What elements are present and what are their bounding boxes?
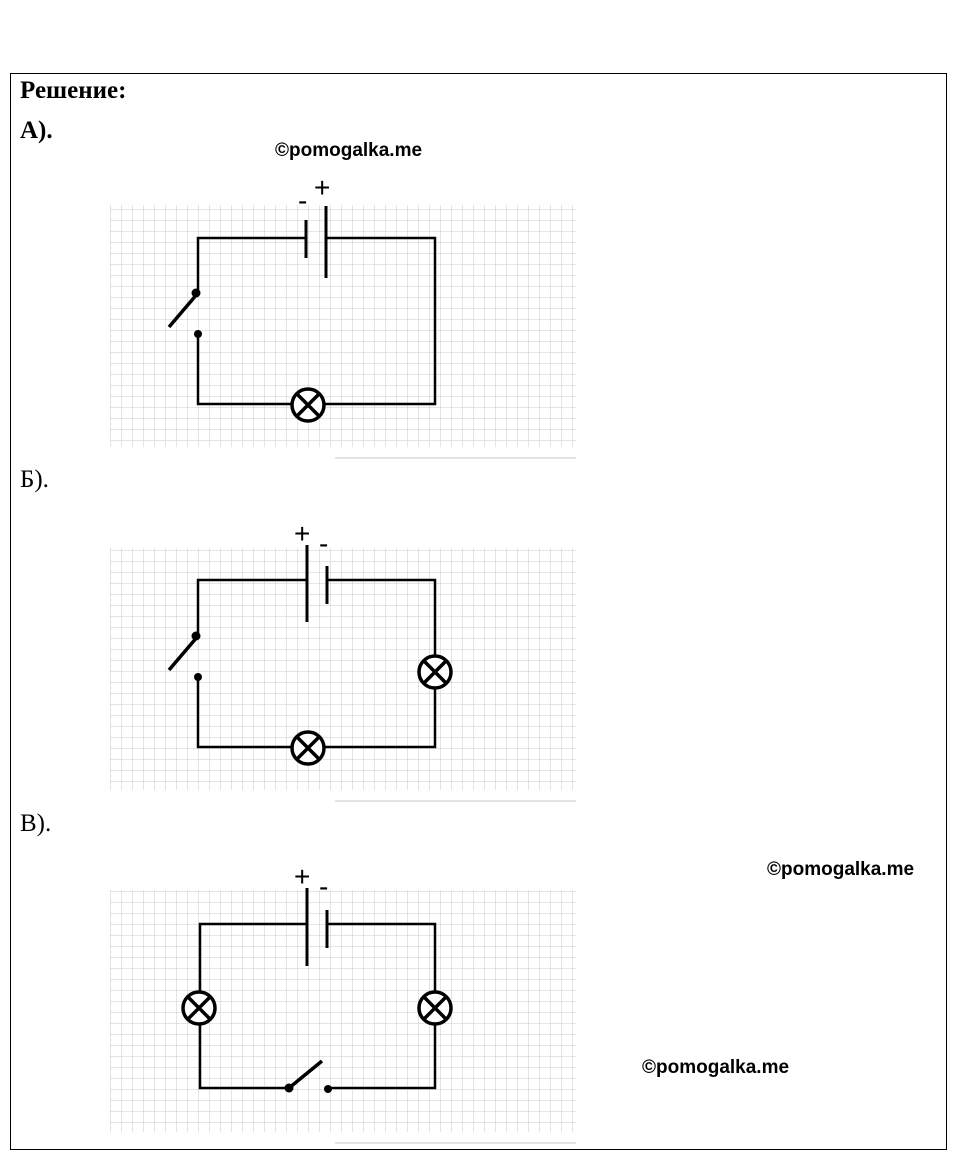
battery-sign-left: + <box>294 518 310 549</box>
lamp-icon <box>181 990 217 1026</box>
wires <box>196 236 437 406</box>
battery-sign-left: - <box>298 185 307 216</box>
battery-sign-right: - <box>319 528 328 559</box>
circuit-a: - + <box>110 172 576 459</box>
wires <box>198 922 437 1090</box>
grid-background <box>110 548 576 790</box>
switch-icon <box>167 288 202 338</box>
section-label-c: В). <box>20 810 52 837</box>
lamp-icon <box>290 387 326 423</box>
wires <box>196 578 437 749</box>
watermark: ©pomogalka.me <box>275 140 423 161</box>
watermark: ©pomogalka.me <box>767 859 915 880</box>
switch-icon <box>167 631 202 681</box>
watermark: ©pomogalka.me <box>642 1057 790 1078</box>
section-label-b: Б). <box>20 466 49 493</box>
battery-icon <box>304 206 328 278</box>
lamp-icon <box>417 990 453 1026</box>
battery-sign-right: - <box>319 871 328 902</box>
battery-icon <box>305 888 329 966</box>
circuit-b: + - <box>110 518 576 802</box>
section-label-a: А). <box>20 117 53 144</box>
battery-sign-right: + <box>314 172 330 203</box>
lamp-icon <box>417 654 453 690</box>
grid-background <box>110 890 576 1132</box>
battery-sign-left: + <box>294 861 310 892</box>
switch-icon <box>284 1059 332 1093</box>
solution-heading: Решение: <box>20 77 127 104</box>
solution-frame <box>10 73 947 1150</box>
battery-icon <box>305 545 329 622</box>
lamp-icon <box>290 730 326 766</box>
grid-background <box>110 205 576 447</box>
circuit-c: + - <box>110 861 576 1144</box>
